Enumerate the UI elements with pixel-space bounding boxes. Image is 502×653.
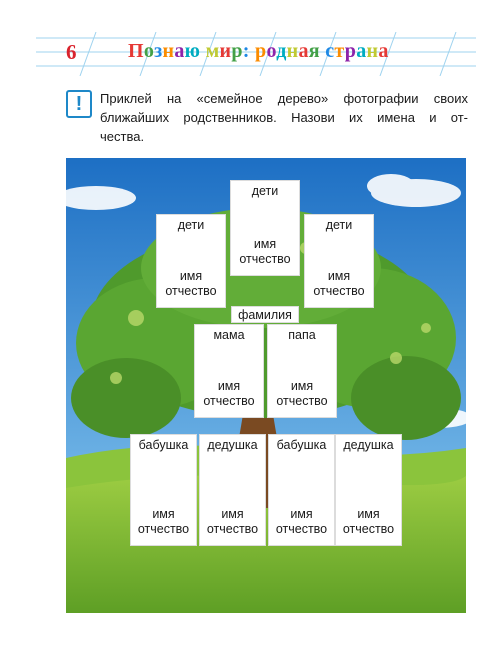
card-role: папа <box>288 328 316 342</box>
title-letter: о <box>266 40 277 62</box>
photo-card-grandmother-paternal[interactable]: бабушка имя отчество <box>268 434 335 546</box>
card-name-label: имя <box>290 507 313 521</box>
photo-card-children-right[interactable]: дети имя отчество <box>304 214 374 308</box>
card-patronymic-label: отчество <box>203 394 255 408</box>
title-word: Познаю <box>128 40 200 62</box>
photo-card-grandfather-maternal[interactable]: дедушка имя отчество <box>199 434 266 546</box>
foliage-highlight <box>421 323 431 333</box>
title-letter: : <box>242 40 250 62</box>
title-letter: р <box>231 40 243 62</box>
task-line: ближайших родственников. Назови их имена… <box>100 110 468 125</box>
title-letter: а <box>356 40 367 62</box>
grid-line-group <box>36 32 476 76</box>
foliage-highlight <box>128 310 144 326</box>
foliage-mass <box>71 358 181 438</box>
task-line: чества. <box>100 129 145 144</box>
card-role: дети <box>325 218 353 232</box>
page-header: 6 Познаю мир: родная страна <box>36 32 476 76</box>
card-role: дедушка <box>207 438 258 452</box>
card-patronymic-label: отчество <box>165 284 217 298</box>
card-patronymic-label: отчество <box>342 522 395 536</box>
title-letter: П <box>128 40 144 62</box>
title-word: мир: <box>206 40 250 62</box>
title-letter: а <box>174 40 185 62</box>
title-letter: з <box>154 40 163 62</box>
card-patronymic-label: отчество <box>206 522 259 536</box>
foliage-mass <box>351 356 461 440</box>
title-letter: н <box>286 40 299 62</box>
photo-card-children-center[interactable]: дети имя отчество <box>230 180 300 276</box>
title-letter: а <box>298 40 309 62</box>
card-name-label: имя <box>179 269 203 283</box>
card-role: бабушка <box>276 438 327 452</box>
card-name-label: имя <box>152 507 175 521</box>
card-name-lines: имя отчество <box>207 507 258 537</box>
card-role: дети <box>251 184 279 198</box>
task-line: Приклей на «семейное дерево» фотографии … <box>100 91 468 106</box>
title-letter: р <box>255 40 267 62</box>
title-letter: а <box>378 40 389 62</box>
notebook-grid <box>36 32 476 76</box>
title-letter: ю <box>184 40 201 62</box>
card-name-label: имя <box>253 237 277 251</box>
photo-card-children-left[interactable]: дети имя отчество <box>156 214 226 308</box>
photo-card-grandfather-paternal[interactable]: дедушка имя отчество <box>335 434 402 546</box>
foliage-highlight <box>390 352 402 364</box>
surname-label[interactable]: фамилия <box>231 306 299 323</box>
card-name-label: имя <box>221 507 244 521</box>
title-word: родная <box>255 40 320 62</box>
photo-card-father[interactable]: папа имя отчество <box>267 324 337 418</box>
cloud <box>367 174 415 198</box>
page-title: Познаю мир: родная страна <box>128 40 389 63</box>
title-letter: и <box>219 40 232 62</box>
exclamation-glyph: ! <box>75 93 83 115</box>
card-name-lines: имя отчество <box>313 269 364 299</box>
card-patronymic-label: отчество <box>276 394 328 408</box>
title-letter: д <box>276 40 287 62</box>
card-name-label: имя <box>217 379 241 393</box>
title-letter: я <box>308 40 320 62</box>
card-name-label: имя <box>357 507 380 521</box>
page-number: 6 <box>66 40 77 64</box>
title-letter: н <box>162 40 175 62</box>
card-role: дети <box>177 218 205 232</box>
card-role: бабушка <box>138 438 189 452</box>
card-name-lines: имя отчество <box>203 379 254 409</box>
photo-card-grandmother-maternal[interactable]: бабушка имя отчество <box>130 434 197 546</box>
card-patronymic-label: отчество <box>275 522 328 536</box>
card-patronymic-label: отчество <box>239 252 291 266</box>
cloud <box>66 186 136 210</box>
title-letter: р <box>344 40 357 62</box>
card-name-lines: имя отчество <box>239 237 290 267</box>
card-name-lines: имя отчество <box>165 269 216 299</box>
family-tree-scene: дети имя отчество дети имя отчество дети… <box>66 158 466 613</box>
foliage-highlight <box>110 372 122 384</box>
card-name-label: имя <box>290 379 314 393</box>
card-role: дедушка <box>343 438 394 452</box>
title-word: страна <box>325 40 388 62</box>
title-letter: о <box>143 40 155 62</box>
task-text: Приклей на «семейное дерево» фотографии … <box>100 89 468 146</box>
card-role: мама <box>213 328 245 342</box>
title-letter: т <box>334 40 345 62</box>
clouds <box>66 174 466 428</box>
card-name-lines: имя отчество <box>343 507 394 537</box>
photo-card-mother[interactable]: мама имя отчество <box>194 324 264 418</box>
card-name-lines: имя отчество <box>276 507 327 537</box>
card-name-lines: имя отчество <box>276 379 327 409</box>
title-letter: с <box>325 40 335 62</box>
card-patronymic-label: отчество <box>313 284 365 298</box>
title-letter: н <box>366 40 379 62</box>
card-name-label: имя <box>327 269 351 283</box>
title-letter: м <box>205 40 220 62</box>
card-name-lines: имя отчество <box>138 507 189 537</box>
card-patronymic-label: отчество <box>137 522 190 536</box>
task-block: ! Приклей на «семейное дерево» фотографи… <box>66 90 468 148</box>
exclamation-icon: ! <box>66 90 92 118</box>
